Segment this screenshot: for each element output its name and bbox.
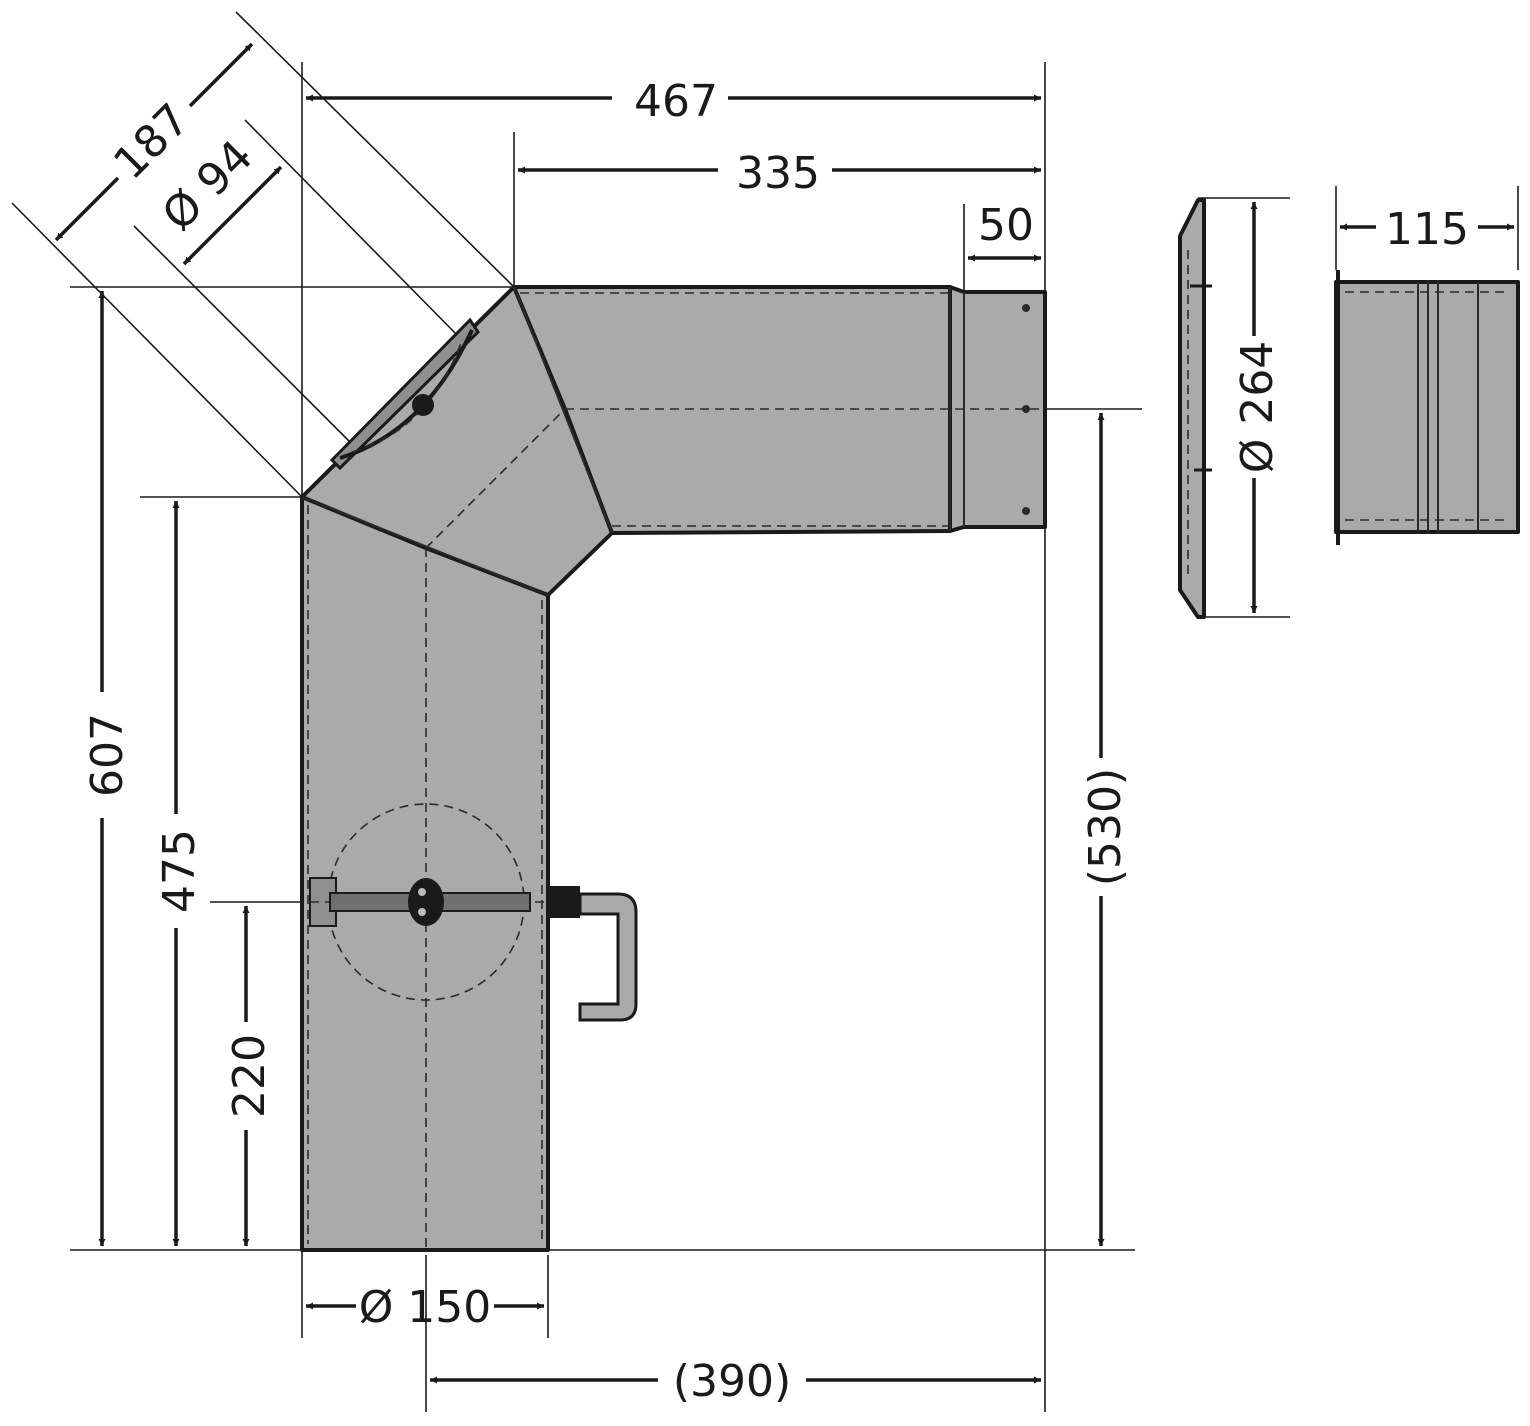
elbow-pipe [300,285,1047,1252]
vertical-pipe-section [300,495,550,1252]
dimension-lines [54,42,1514,1384]
dim-335-label: 335 [736,148,820,199]
dim-150-label: Ø 150 [359,1282,492,1333]
dimension-labels: 467 335 50 187 Ø 94 607 475 220 (530) Ø … [82,76,1469,1407]
wall-rosette [1178,198,1212,619]
throttle-damper [309,803,638,1022]
dim-115-label: 115 [1385,204,1469,255]
diagonal-centerline [425,408,566,549]
lid-knob-icon [412,394,434,416]
horizontal-pipe-section [512,285,952,535]
cleaning-lid [329,317,480,471]
damper-handle-icon[interactable] [578,892,638,1022]
dim-220-label: 220 [224,1034,275,1118]
dim-390-label: (390) [673,1356,791,1407]
dim-467-label: 467 [634,76,718,127]
dim-264-label: Ø 264 [1232,341,1283,474]
dim-607-label: 607 [82,713,133,797]
dim-475-label: 475 [154,829,205,913]
wall-sleeve [1334,270,1520,545]
extension-lines [11,11,1519,1412]
dim-50-label: 50 [978,200,1034,251]
dim-530-label: (530) [1080,768,1131,886]
damper-hub-icon [408,878,444,926]
